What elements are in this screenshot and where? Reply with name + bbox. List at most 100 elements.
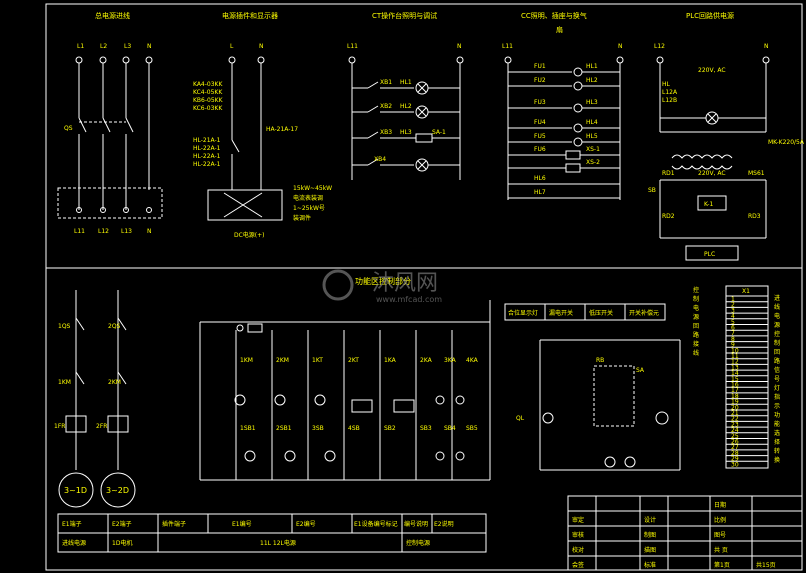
terminal-row: 30 [731, 461, 739, 468]
vfd-note-0: 15kW~45kW [293, 185, 332, 192]
title-cell: 共 页 [714, 546, 728, 554]
side-label: 电 [693, 304, 699, 312]
vfd-note-2: 1~25kW号 [293, 205, 325, 212]
terminal-l1: L1 [77, 43, 84, 50]
ladder-title: 功能区控制部分 [355, 276, 411, 286]
vfd-note-3: 装调件 [293, 214, 311, 222]
title-cell: 校对 [572, 546, 584, 554]
km1-label: 1KM [58, 379, 71, 386]
fu-id-3: FU4 [534, 119, 546, 126]
sb-label: SB [648, 187, 656, 194]
l11-label: L11 [74, 228, 85, 235]
title-block [567, 495, 803, 571]
ct-lighting-circuit: L11 N XB1 HL1 XB2 HL2 XB3 HL3 SA-1 [347, 43, 464, 180]
legend-cell-1: E1编号 [232, 520, 252, 528]
l12-label: L12 [98, 228, 109, 235]
cc-lighting-circuit: L11 N FU1 HL1 FU2 HL2 FU3 HL3 FU4 HL4 FU… [502, 43, 624, 200]
side-label-2: 信 [774, 366, 780, 374]
qs2-label: 2QS [108, 323, 121, 330]
sa-id-3: SA-1 [432, 129, 446, 136]
circuit-id-1: 2KM [276, 357, 289, 364]
title-cell: 设计 [644, 516, 656, 524]
power-input-circuit: L1 L2 L3 N QS L11 L12 L13 N [57, 43, 163, 235]
side-label-2: 控 [774, 330, 780, 338]
hl-list-3: HL-22A-1 [193, 161, 221, 168]
terminal-row: 23 [731, 421, 739, 428]
rb-label: RB [596, 357, 604, 364]
side-label: 线 [693, 349, 699, 357]
hl-list-2: HL-22A-1 [193, 153, 221, 160]
lamp-id-2: XB3 [380, 129, 392, 136]
n-label: N [147, 228, 152, 235]
terminal-row: 12 [731, 359, 739, 366]
fu-id-1: FU2 [534, 77, 546, 84]
terminal-row: 25 [731, 433, 739, 440]
legend-cell-2: 控制电源 [406, 539, 430, 547]
terminal-n4: N [618, 43, 623, 50]
hl-l1-label: HL [662, 81, 671, 88]
hl-id-2: HL3 [586, 99, 598, 106]
hl-list-0: HL-21A-1 [193, 137, 221, 144]
title-cell: 图号 [714, 532, 726, 539]
terminal-row: 6 [731, 325, 735, 332]
contact-id-0: 1SB1 [240, 425, 256, 432]
terminal-l12: L12 [654, 43, 665, 50]
legend-cell-2: 1D电机 [112, 539, 132, 547]
terminal-row: 21 [731, 410, 739, 417]
terminal-row: 8 [731, 336, 735, 343]
motor-2: 3~2D [106, 486, 129, 495]
lamp-id-0: XB1 [380, 79, 392, 86]
side-label-2: 线 [774, 303, 780, 311]
terminal-row: 1 [731, 296, 735, 303]
contact-id-7: SB5 [466, 425, 478, 432]
legend-cell-1: E2说明 [434, 520, 454, 528]
section-title-1: 总电源进线 [95, 11, 130, 20]
terminal-row: 28 [731, 450, 739, 457]
ka-model-2: KB6-05KK [193, 97, 224, 104]
rd2-label: RD2 [662, 213, 675, 220]
terminal-n5: N [764, 43, 769, 50]
side-label-2: 制 [774, 339, 780, 347]
legend-cell-1: E2端子 [112, 520, 132, 528]
legend-cell-1: 插件端子 [162, 520, 186, 528]
terminal-row: 13 [731, 364, 739, 371]
sa-label: SA [636, 367, 645, 374]
side-label-2: 示 [774, 403, 780, 410]
circuit-id-2: 1KT [312, 357, 323, 364]
contact-id-1: 2SB1 [276, 425, 292, 432]
terminal-row: 15 [731, 376, 739, 383]
mk-label: MK-K220/5A [768, 139, 805, 146]
rd3-label: RD3 [748, 213, 761, 220]
ka-model-0: KA4-03KK [193, 81, 223, 88]
section-title-4: CC照明、插座与换气 [521, 11, 587, 20]
contact-id-4: SB2 [384, 425, 396, 432]
terminal-row: 5 [731, 319, 735, 326]
legend-cell-1: E1设备编号标记 [354, 520, 398, 528]
ql-label: QL [516, 415, 525, 422]
circuit-id-7: 4KA [466, 357, 479, 364]
ind-header-2: 低压开关 [589, 309, 613, 317]
terminal-row: 18 [731, 393, 739, 400]
title-cell: 比例 [714, 516, 726, 524]
vfd-note-1: 电流表装调 [293, 194, 323, 202]
rd-label: RD1 [662, 170, 675, 177]
side-label: 制 [693, 295, 699, 303]
terminal-n: N [147, 43, 152, 50]
legend-cell-1: E2编号 [296, 520, 316, 528]
terminal-row: 17 [731, 387, 739, 394]
legend-cell-1: E1端子 [62, 520, 82, 528]
side-label: 接 [693, 340, 699, 348]
lamp-id-3: XB4 [374, 156, 386, 163]
km2-label: 2KM [108, 379, 121, 386]
display-power-circuit: L N KA4-03KK KC4-05KK KB6-05KK KC6-03KK … [193, 43, 332, 239]
contact-id-2: 3SB [312, 425, 324, 432]
legend-cell-1: 编号说明 [404, 520, 428, 528]
side-label-2: 能 [774, 420, 780, 428]
terminal-row: 22 [731, 416, 739, 423]
section-title-5: PLC回路供电源 [686, 11, 734, 20]
terminal-n3: N [457, 43, 462, 50]
hl-id-6: HL7 [534, 189, 546, 196]
plc-label: PLC [704, 251, 715, 258]
